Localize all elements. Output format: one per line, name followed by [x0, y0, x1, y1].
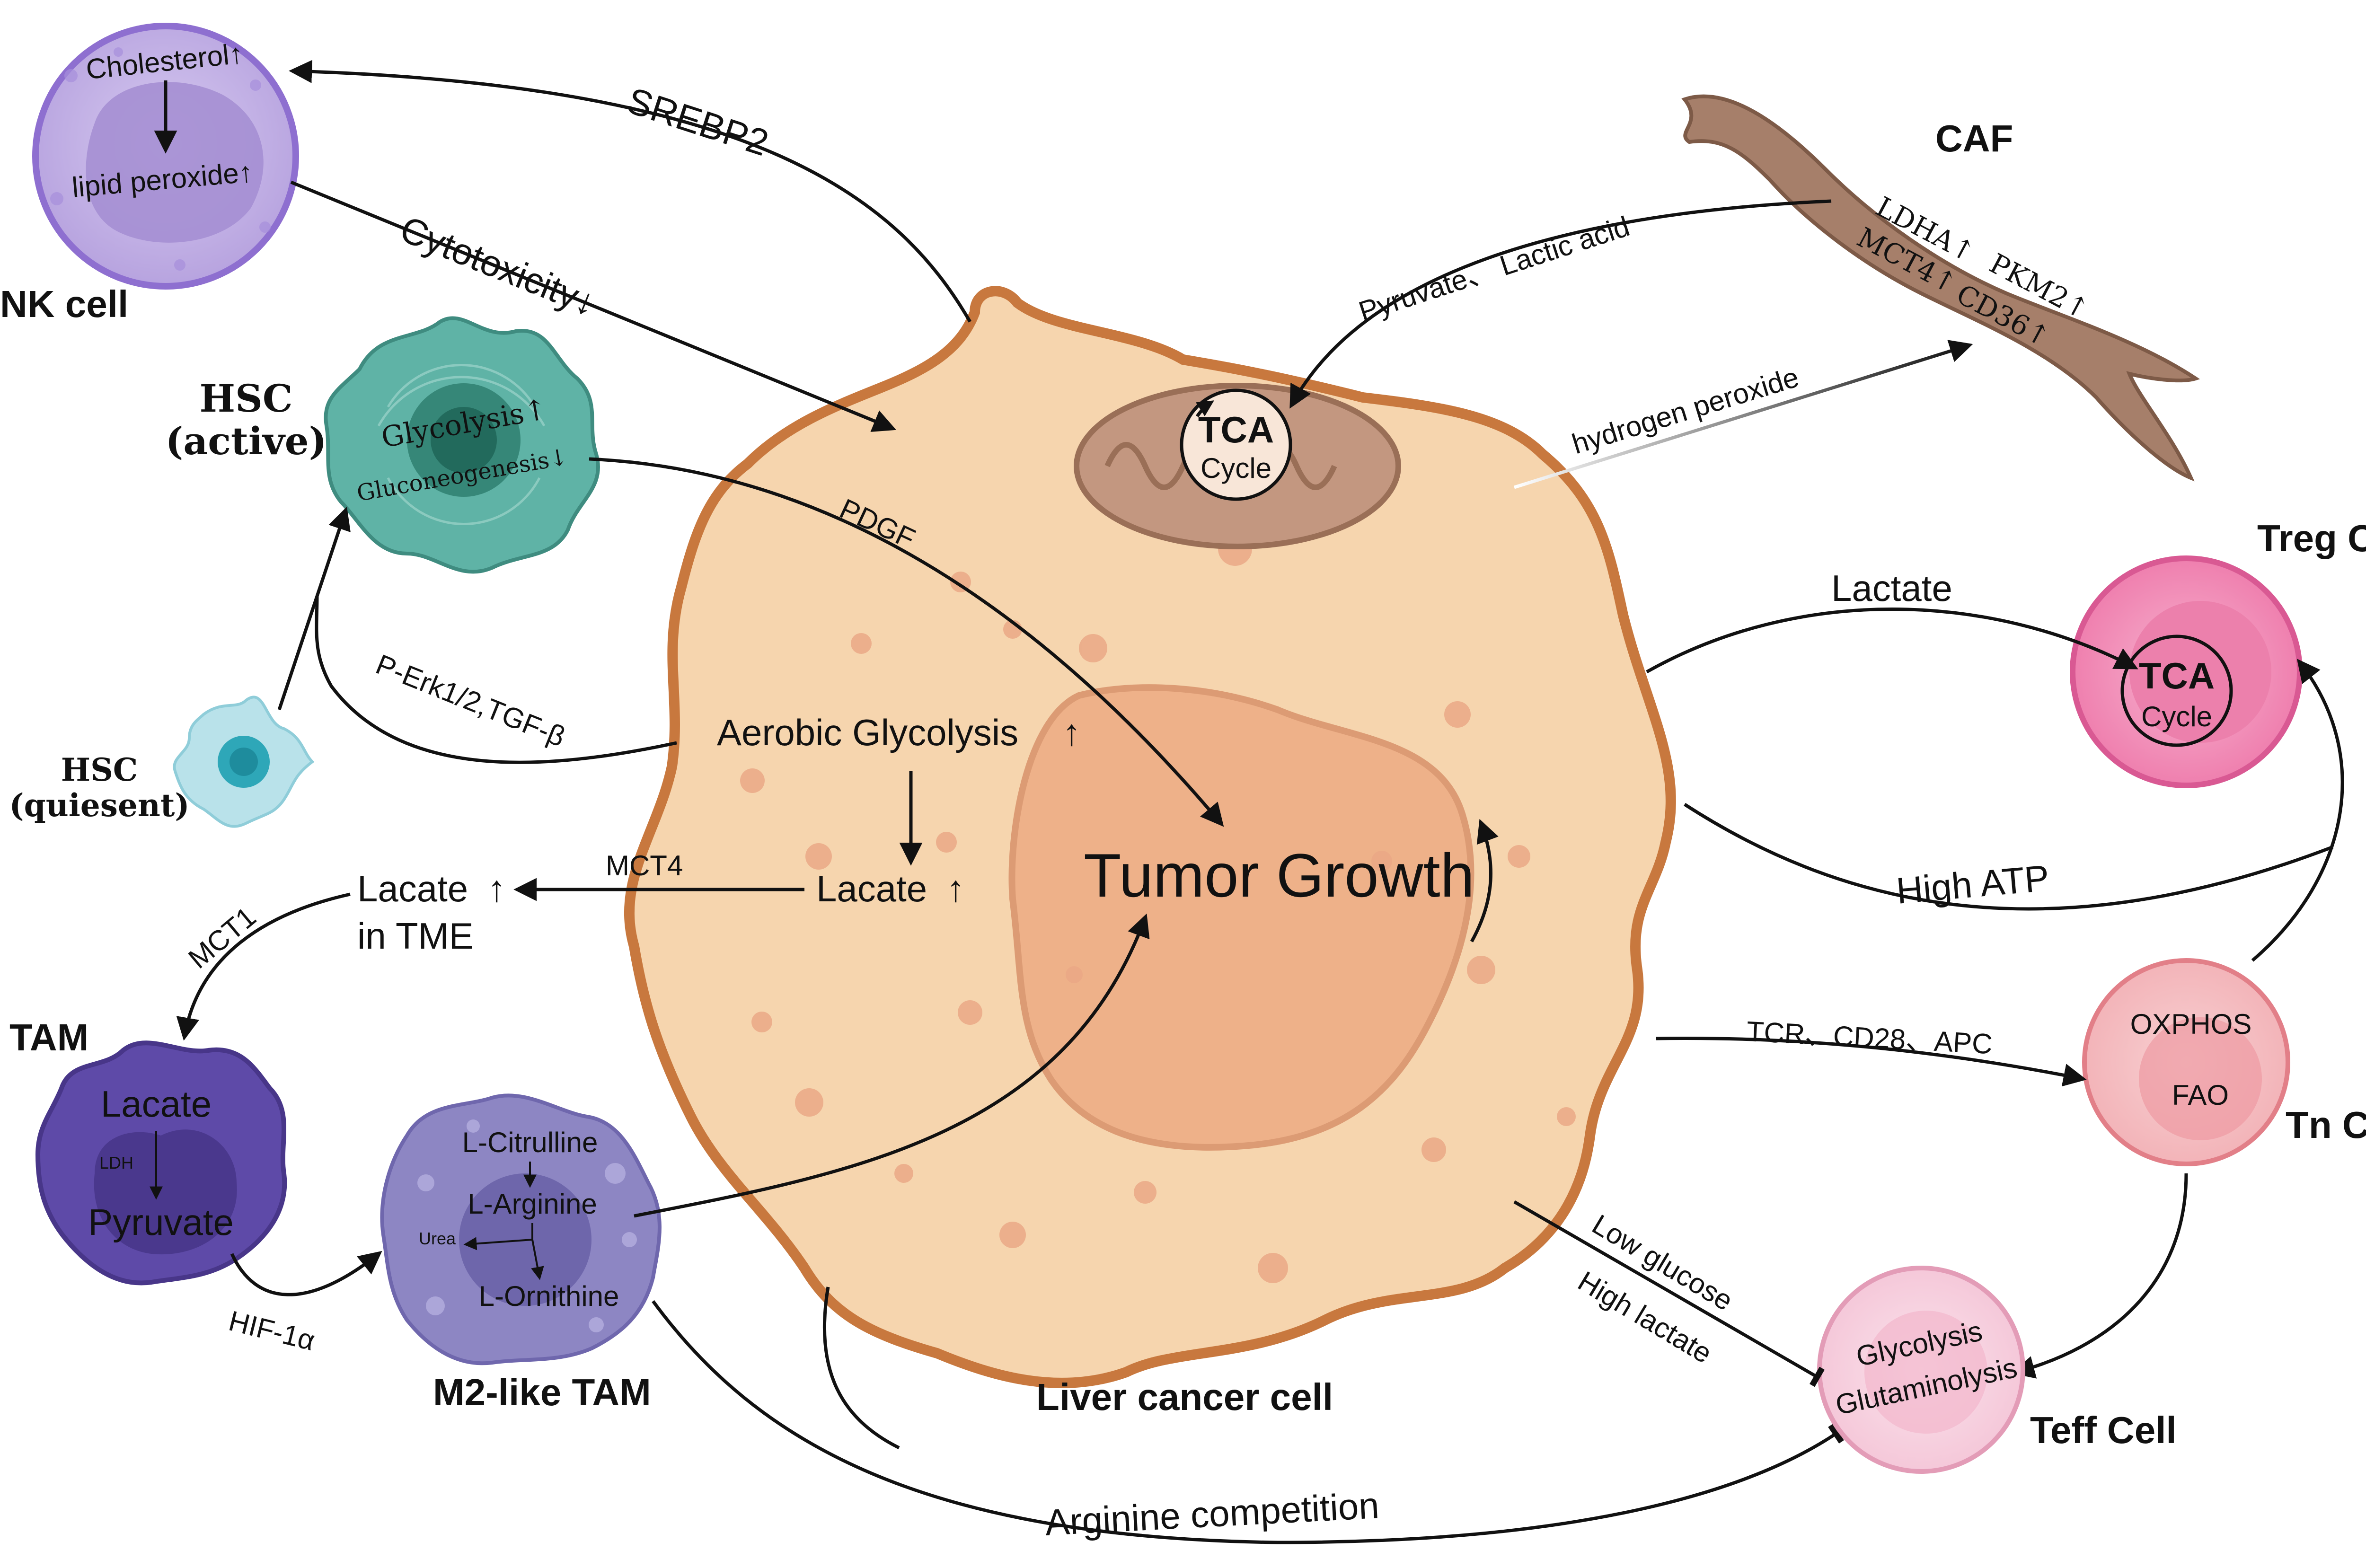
treg-cell: TCA Cycle Treg Cell — [2070, 517, 2366, 788]
treg-tca-label: TCA — [2139, 655, 2215, 696]
arginine-competition-line — [652, 1300, 1844, 1544]
tca-cycle-circle — [1180, 388, 1292, 501]
tn-label: Tn Cell — [2286, 1104, 2366, 1146]
high-atp-line — [1684, 803, 2334, 911]
cancer-competition-line — [822, 1286, 900, 1450]
fao-label: FAO — [2172, 1079, 2229, 1111]
m2-tam-label: M2-like TAM — [433, 1371, 651, 1413]
hif-arrow — [230, 1251, 382, 1296]
liver-cancer-cell: Liver cancer cell — [624, 286, 1676, 1418]
tca-cycle-arrow — [1195, 400, 1214, 417]
urea-arrow — [463, 1237, 533, 1251]
citrulline-label: L-Citrulline — [462, 1127, 598, 1158]
lactate-inner-label: Lacate — [816, 868, 927, 909]
tam-label: TAM — [9, 1016, 88, 1058]
lactate-inner-up: ↑ — [946, 868, 965, 909]
ldh-label: LDH — [99, 1153, 133, 1172]
high-atp-label: High ATP — [1895, 857, 2051, 912]
hsc-quiescent-label-2: (quiesent) — [9, 787, 189, 824]
teff-label: Teff Cell — [2030, 1409, 2177, 1451]
arginine-competition-label: Arginine competition — [1044, 1484, 1380, 1543]
hsc-active-label-1: HSC — [199, 376, 292, 421]
hydrogen-peroxide-arrow — [1513, 340, 1973, 489]
m2-tam-cell: L-Citrulline L-Arginine Urea L-Ornithine… — [380, 1093, 662, 1413]
tumor-growth-curl-arrow — [1470, 819, 1499, 943]
hydrogen-peroxide-label: hydrogen peroxide — [1568, 361, 1802, 460]
pyruvate-lactic-arrow — [1289, 199, 1832, 409]
low-glucose-inhibition — [1513, 1200, 1825, 1387]
teff-cell: Glycolysis Glutaminolysis Teff Cell — [1817, 1266, 2177, 1474]
lactate-to-treg-arrow — [1646, 608, 2138, 674]
hsc-activation-arrow — [277, 506, 351, 711]
nk-cell-label: NK cell — [0, 283, 128, 325]
hsc-active-label-2: (active) — [166, 419, 327, 463]
hif-label: HIF-1α — [226, 1305, 318, 1357]
mct4-label: MCT4 — [606, 850, 683, 881]
tme-lactate-up: ↑ — [487, 868, 506, 909]
hsc-quiescent-cell: HSC (quiesent) — [9, 696, 315, 828]
tcr-label: TCR、CD28、APC — [1746, 1015, 1993, 1060]
perk-tgf-line — [315, 596, 677, 764]
tn-to-treg-arrow — [2251, 659, 2344, 962]
pyruvate-lactic-label: Pyruvate、 Lactic acid — [1355, 210, 1633, 327]
urea-label: Urea — [419, 1229, 456, 1248]
tam-lacate-label: Lacate — [101, 1083, 212, 1125]
srebp2-arrow — [289, 60, 972, 323]
liver-cancer-cell-label: Liver cancer cell — [1036, 1376, 1333, 1418]
nk-cell: Cholesterol↑ lipid peroxide↑ NK cell — [0, 23, 299, 325]
pdgf-arrow — [589, 457, 1224, 827]
cytotoxicity-label: Cytotoxicity↓ — [395, 208, 602, 324]
mct1-arrow — [176, 892, 351, 1041]
mct1-label: MCT1 — [182, 901, 262, 975]
tme-label: in TME — [357, 915, 474, 957]
tcr-arrow — [1656, 1036, 2087, 1087]
caf-cell: CAF LDHA↑ PKM2↑ MCT4↑ CD36↑ — [1681, 94, 2200, 482]
treg-label: Treg Cell — [2257, 517, 2366, 559]
caf-label: CAF — [1935, 117, 2013, 159]
mitochondrion: TCA Cycle — [1074, 383, 1401, 549]
perk-tgf-label: P-Erk1/2,TGF-β — [371, 648, 570, 753]
tn-cell: OXPHOS FAO Tn Cell — [2082, 958, 2366, 1166]
treg-cycle-label: Cycle — [2141, 701, 2212, 732]
hsc-active-cell: Glycolysis↑ Gluconeogenesis↓ HSC (active… — [166, 316, 600, 574]
arginine-label: L-Arginine — [468, 1188, 597, 1220]
m2-to-tumor-arrow — [634, 913, 1150, 1218]
hsc-quiescent-label-1: HSC — [61, 751, 138, 788]
treg-tca-circle — [2120, 634, 2233, 747]
cancer-cell-nucleus — [1008, 684, 1474, 1151]
tumor-growth-label: Tumor Growth — [1084, 841, 1474, 910]
tam-cell: Lacate LDH Pyruvate TAM — [9, 1016, 287, 1286]
lactate-label: Lactate — [1831, 567, 1952, 609]
oxphos-label: OXPHOS — [2130, 1008, 2252, 1040]
tam-pyruvate-label: Pyruvate — [88, 1201, 234, 1243]
aerobic-glycolysis-label: Aerobic Glycolysis — [717, 712, 1018, 753]
mito-cycle-label: Cycle — [1201, 452, 1271, 484]
cytotoxicity-arrow — [290, 180, 897, 432]
tn-to-teff-arrow — [2011, 1173, 2188, 1379]
srebp2-label: SREBP2 — [622, 79, 774, 164]
tme-lactate-label: Lacate — [357, 868, 468, 909]
ornithine-label: L-Ornithine — [479, 1280, 619, 1312]
mito-tca-label: TCA — [1198, 409, 1274, 450]
aerobic-glycolysis-up: ↑ — [1062, 712, 1081, 753]
